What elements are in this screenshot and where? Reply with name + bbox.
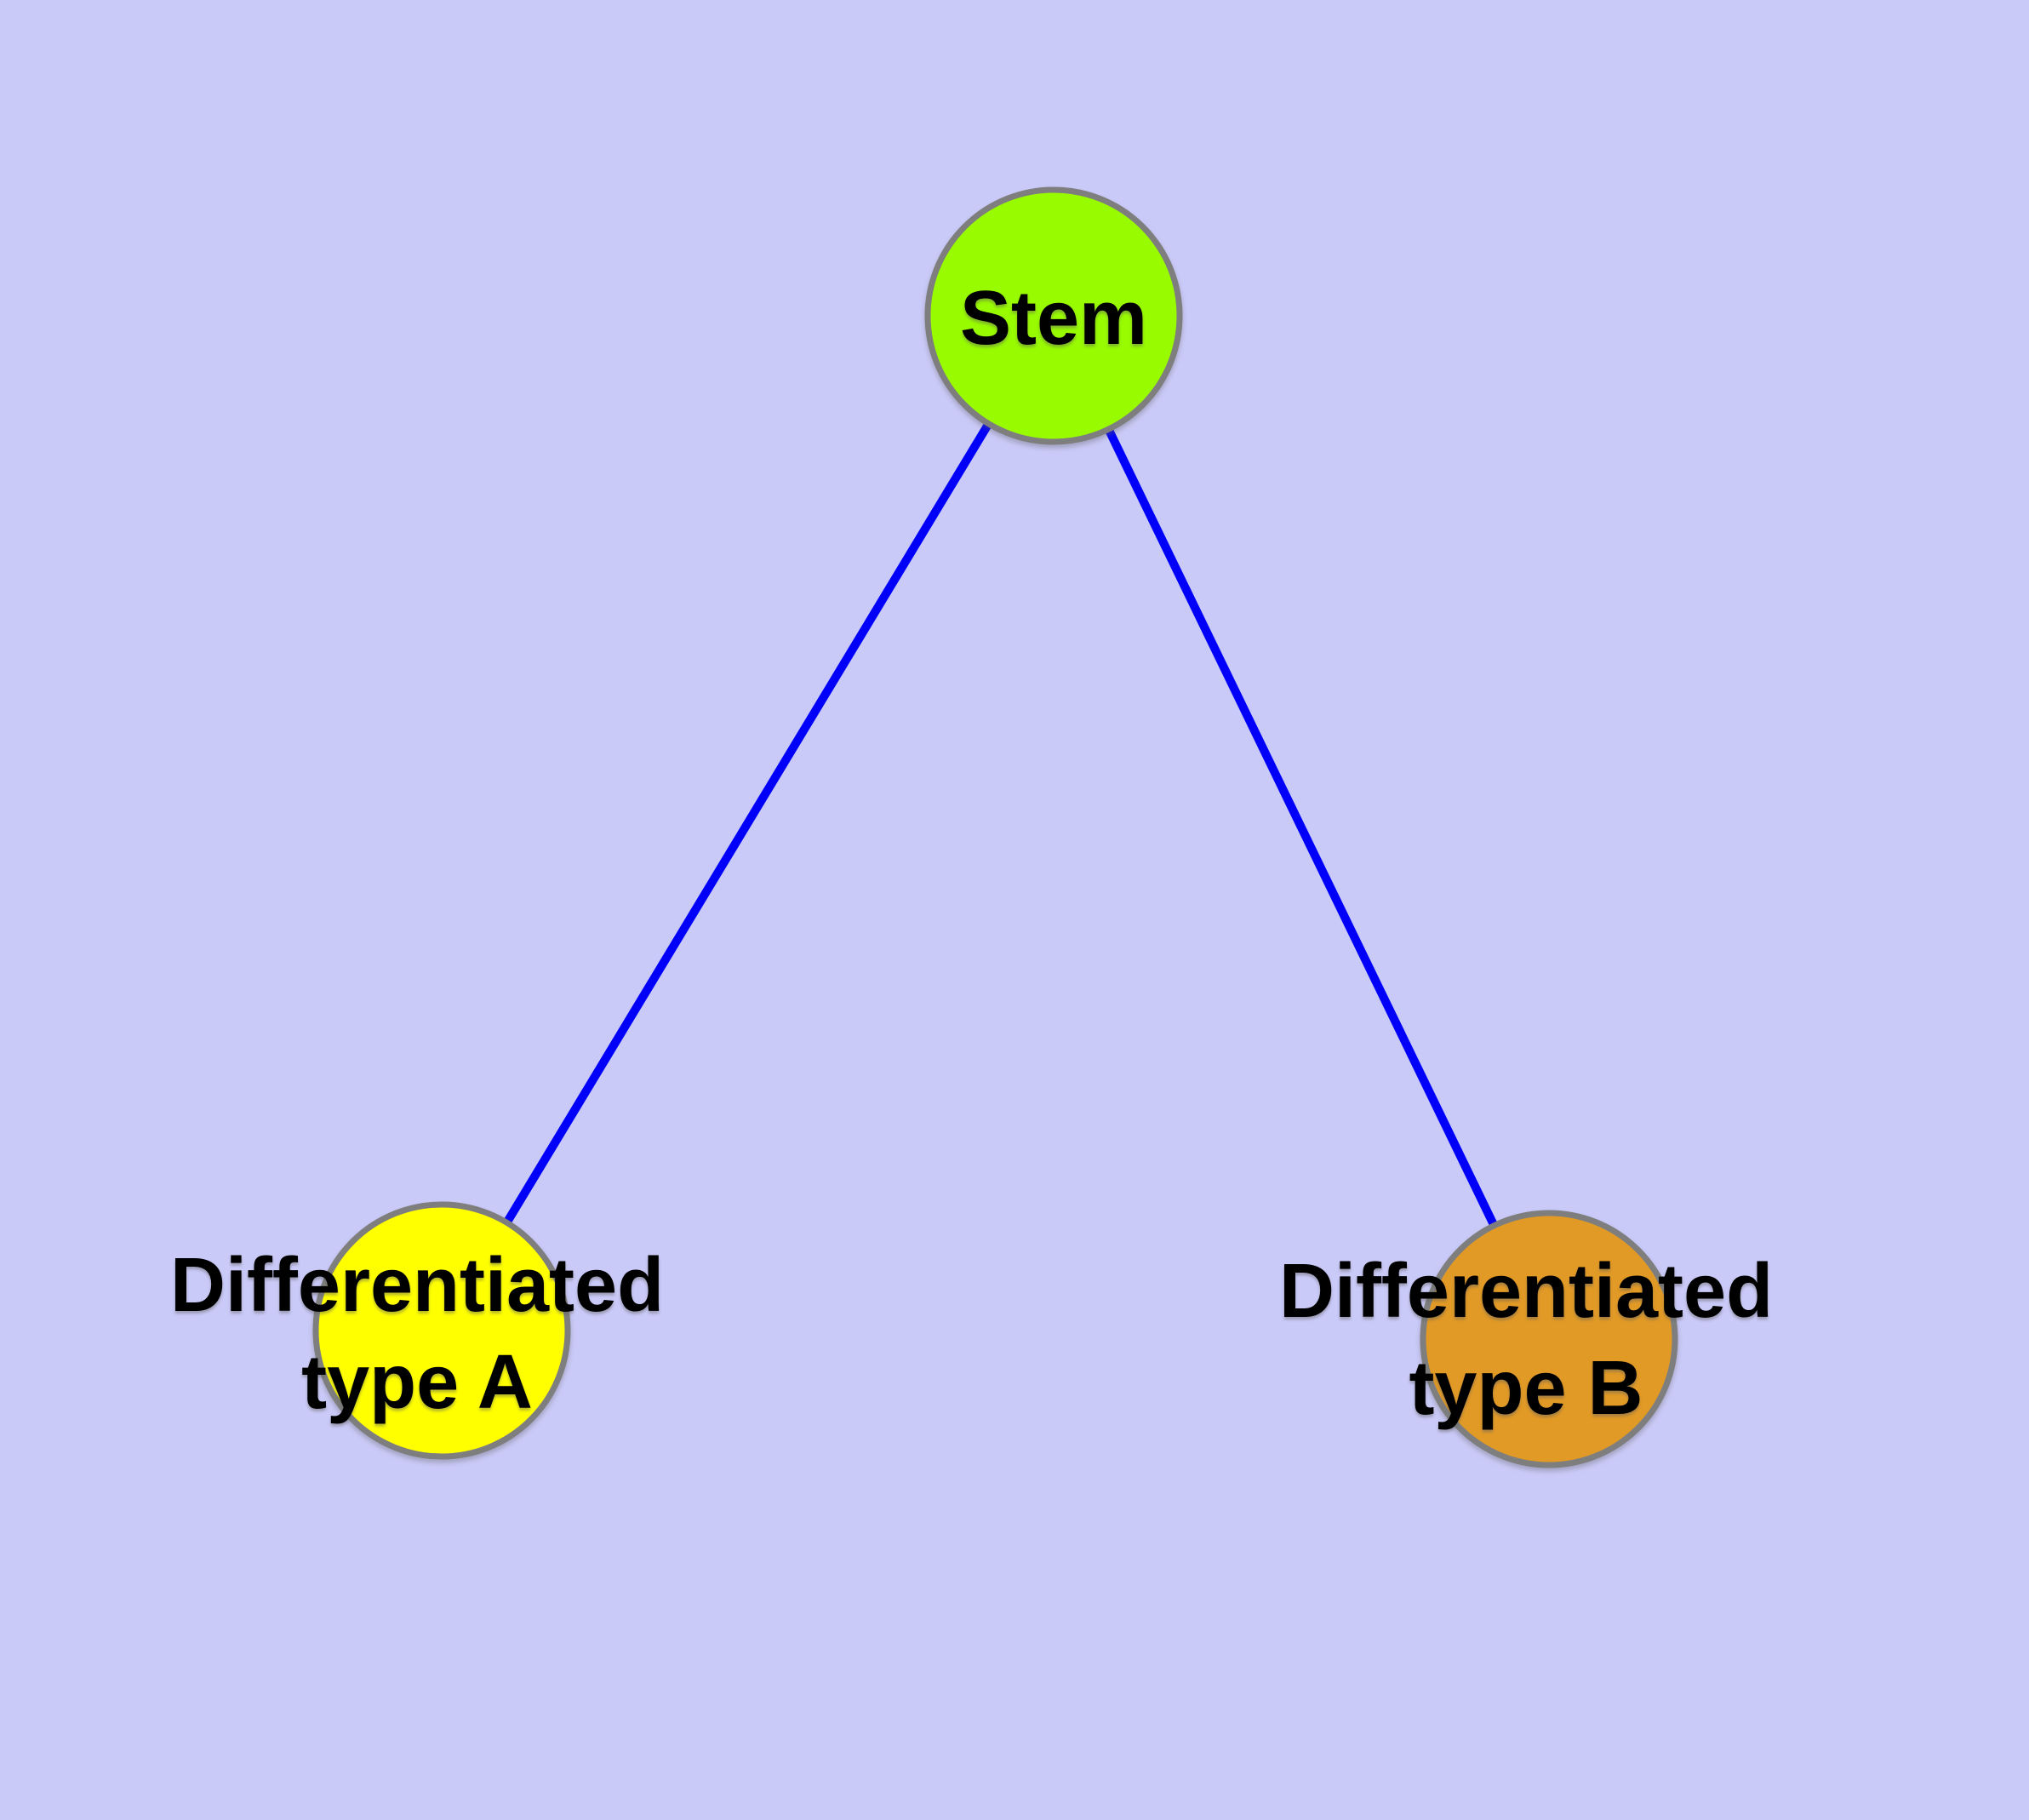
differentiated-type-b-node-circle: [1420, 1210, 1678, 1468]
differentiated-type-a-label-line1: Differentiated: [169, 1243, 665, 1328]
differentiated-type-a-node-label: Differentiated type A: [170, 1237, 664, 1431]
differentiated-type-b-node-label: Differentiated type B: [1279, 1243, 1773, 1437]
differentiated-type-a-label-line2: type A: [301, 1340, 533, 1425]
edge-stem-to-type-a: [437, 313, 1058, 1333]
stem-node-label: Stem: [959, 276, 1148, 361]
differentiated-type-b-label-line1: Differentiated: [1278, 1249, 1774, 1334]
nodes-layer: [312, 186, 1678, 1468]
edges-layer: [437, 313, 1553, 1342]
differentiated-type-a-node-circle: [312, 1201, 571, 1460]
edge-stem-to-type-b: [1049, 313, 1553, 1342]
differentiated-type-b-label-line2: type B: [1409, 1346, 1643, 1431]
stem-node-circle: [924, 186, 1183, 445]
